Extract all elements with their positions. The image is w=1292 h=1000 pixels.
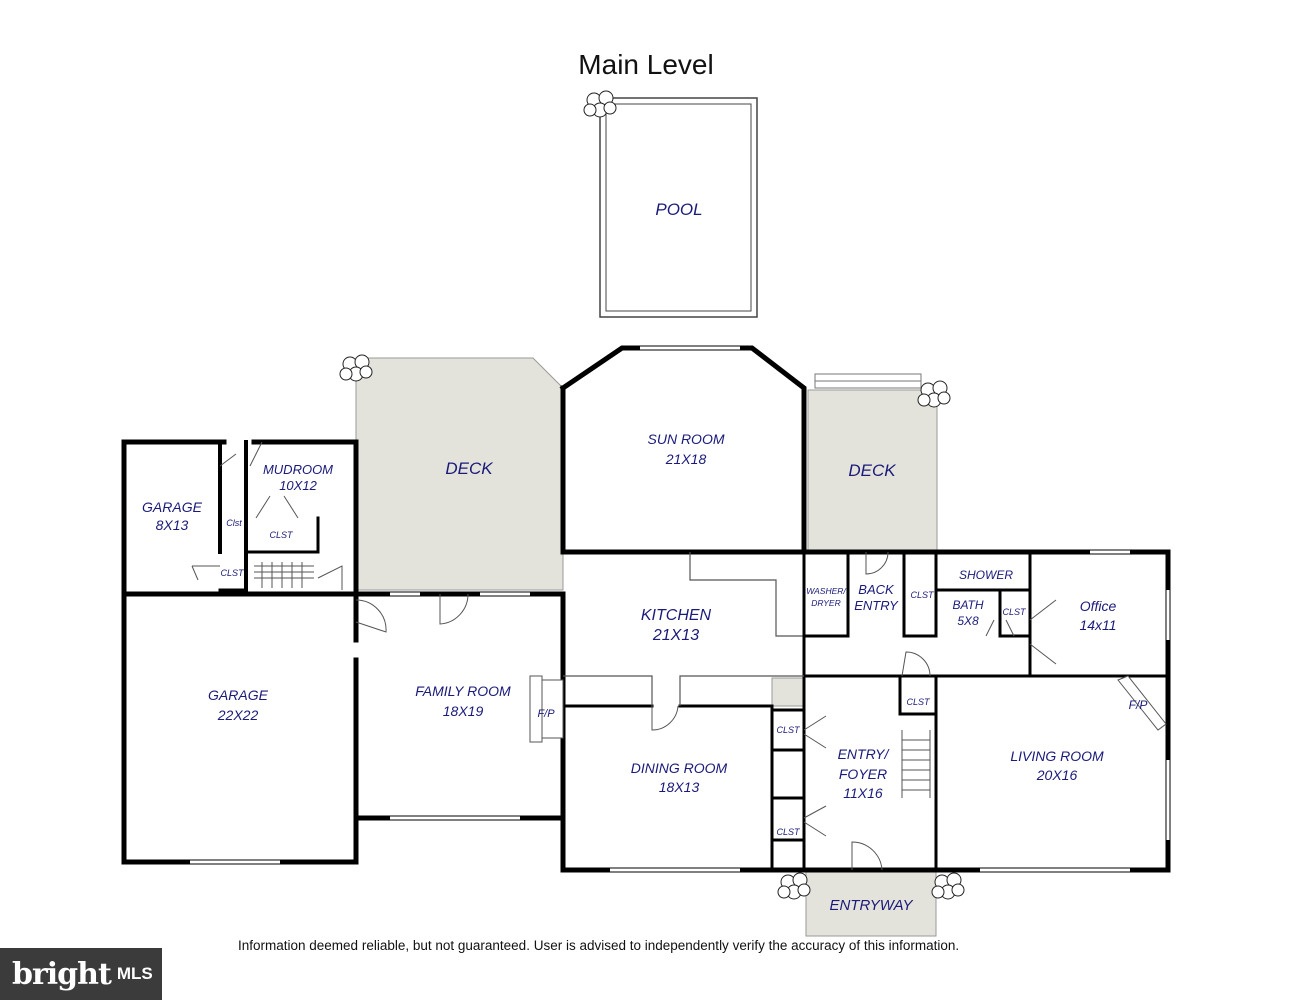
foyer-label: FOYER: [839, 766, 887, 782]
office-size: 14x11: [1079, 617, 1116, 633]
back-entry-label-1: BACK: [858, 582, 895, 597]
mudroom-size: 10X12: [279, 478, 317, 493]
dining-closet-a: CLST: [776, 725, 801, 735]
family-room-size: 18X19: [443, 703, 484, 719]
dining-room-label: DINING ROOM: [631, 760, 728, 776]
bright-mls-logo: bright MLS: [0, 948, 162, 1000]
garage-large-size: 22X22: [217, 707, 259, 723]
washer-label: WASHER/: [806, 586, 847, 596]
kitchen-label: KITCHEN: [641, 607, 712, 624]
living-room-size: 20X16: [1036, 767, 1078, 783]
disclaimer-text: Information deemed reliable, but not gua…: [238, 938, 960, 953]
bath-closet-label: CLST: [1002, 607, 1027, 617]
sun-room-size: 21X18: [665, 451, 707, 467]
entry-label: ENTRY/: [838, 746, 891, 762]
family-fireplace-label: F/P: [537, 708, 555, 720]
deck-left-label: DECK: [445, 459, 493, 478]
garage-large-label: GARAGE: [208, 687, 269, 703]
dining-closet-b: CLST: [776, 827, 801, 837]
sun-room-label: SUN ROOM: [648, 431, 725, 447]
family-room-label: FAMILY ROOM: [415, 683, 511, 699]
entry-size: 11X16: [843, 785, 883, 801]
mudroom-closet-c: CLST: [220, 568, 245, 578]
dryer-label: DRYER: [811, 598, 840, 608]
living-fireplace-label: F/P: [1129, 698, 1148, 712]
living-room-label: LIVING ROOM: [1010, 748, 1104, 764]
shower-label: SHOWER: [959, 568, 1013, 582]
dining-room-size: 18X13: [659, 779, 700, 795]
interior-details: [191, 441, 1167, 871]
deck-right-label: DECK: [848, 461, 896, 480]
mudroom-closet-b: CLST: [269, 530, 294, 540]
mudroom-closet-a: Clst: [226, 518, 242, 528]
entry-closet-label: CLST: [906, 697, 931, 707]
room-labels: SUN ROOM 21X18 GARAGE 8X13 MUDROOM 10X12…: [142, 431, 1147, 837]
office-label: Office: [1080, 598, 1117, 614]
deck-left: DECK: [355, 357, 564, 591]
logo-suffix: MLS: [116, 964, 153, 983]
plan-title: Main Level: [578, 49, 713, 80]
pool: POOL: [599, 97, 758, 318]
entryway-label: ENTRYWAY: [829, 897, 913, 914]
logo-word: bright: [12, 956, 112, 992]
kitchen-size: 21X13: [652, 627, 699, 644]
shrub-icon: [339, 90, 965, 900]
kitchen-island-shade: [771, 677, 805, 707]
entryway: ENTRYWAY: [805, 867, 937, 937]
bath-size: 5X8: [957, 614, 979, 628]
windows: [190, 346, 1170, 872]
bath-label: BATH: [952, 598, 983, 612]
back-entry-label-2: ENTRY: [854, 598, 899, 613]
back-closet-label: CLST: [910, 590, 935, 600]
garage-small-label: GARAGE: [142, 499, 203, 515]
mudroom-label: MUDROOM: [263, 462, 333, 477]
garage-small-size: 8X13: [156, 517, 189, 533]
pool-label: POOL: [655, 200, 702, 219]
